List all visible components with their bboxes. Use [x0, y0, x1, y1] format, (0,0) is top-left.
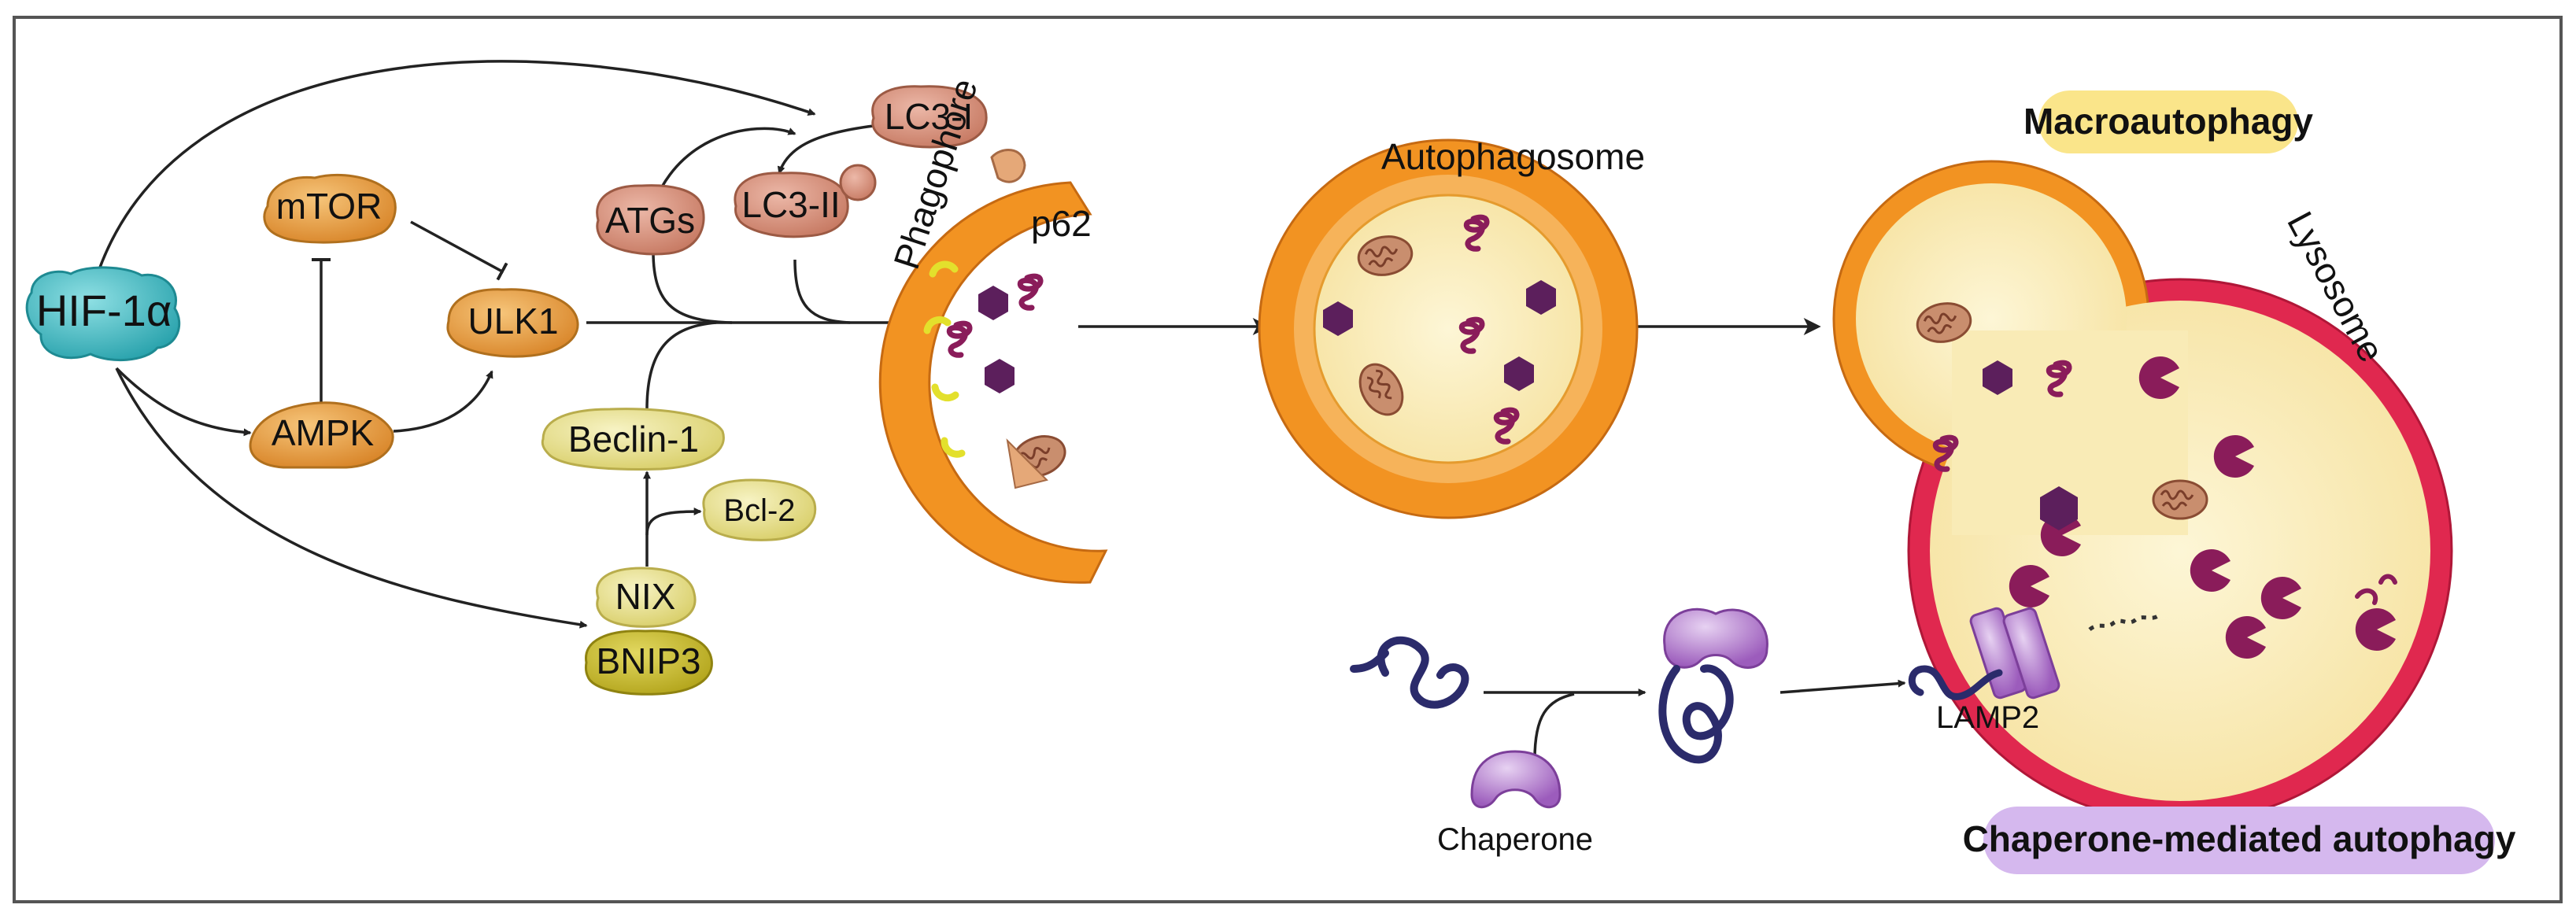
arrow-lc3i-to-lc3ii: [777, 124, 874, 175]
arrow-nix-to-bcl2: [645, 508, 702, 536]
ulk1-label: ULK1: [468, 301, 558, 342]
lamp2-transporter: LAMP2: [1936, 607, 2060, 735]
atgs-label: ATGs: [605, 200, 695, 241]
line-chaperone-join: [1533, 692, 1575, 760]
arrow-hif-to-nix: [115, 367, 588, 629]
p62-label: p62: [1031, 203, 1092, 244]
translocating-protein: [1908, 665, 2003, 700]
lc3i-label: LC3-I: [885, 96, 973, 137]
line-beclin-join: [645, 321, 717, 410]
macro-badge-label: Macroautophagy: [2023, 101, 2313, 142]
arrow-ampk-to-ulk1: [393, 370, 493, 433]
inhibit-mtor-ulk1: [410, 220, 508, 281]
cma-badge-label: Chaperone-mediated autophagy: [1963, 818, 2516, 859]
unfolded-protein: [1350, 636, 1469, 709]
cma-pathway: Chaperone: [1350, 607, 2003, 857]
node-ulk1: ULK1: [446, 288, 579, 358]
node-hif: HIF-1α: [25, 266, 181, 362]
node-lc3i: LC3-I: [871, 85, 988, 149]
lc3ii-label: LC3-II: [741, 184, 840, 225]
chaperone-protein: [1470, 750, 1561, 809]
node-bcl2: Bcl-2: [702, 478, 817, 541]
lc3-anchors: [923, 260, 966, 458]
autophagosome: Autophagosome: [1258, 136, 1645, 519]
node-mtor: mTOR: [263, 173, 397, 244]
chaperone-complex: [1658, 607, 1768, 764]
mtor-label: mTOR: [276, 186, 383, 227]
arrow-hif-to-lc3: [93, 60, 816, 284]
chaperone-label: Chaperone: [1437, 822, 1593, 857]
arrow-complex-to-lamp2: [1780, 679, 1906, 694]
lamp2-label: LAMP2: [1936, 700, 2039, 735]
line-lc3ii-join: [793, 259, 851, 324]
node-nix: NIX: [596, 567, 697, 628]
line-atgs-join: [652, 251, 733, 324]
autophagosome-label: Autophagosome: [1381, 136, 1645, 177]
bcl2-label: Bcl-2: [723, 493, 795, 528]
arrow-hif-to-ampk: [115, 367, 252, 437]
nix-label: NIX: [615, 576, 676, 617]
macro-badge: Macroautophagy: [2023, 90, 2313, 153]
lysosome: Lysosome: [1832, 160, 2453, 824]
figure-frame: [13, 16, 2563, 903]
node-beclin: Beclin-1: [541, 408, 725, 471]
node-ampk: AMPK: [249, 401, 394, 469]
cma-badge: Chaperone-mediated autophagy: [1963, 807, 2516, 874]
node-atgs: ATGs: [596, 184, 705, 256]
phagophore: Phagophore p62: [878, 74, 1108, 584]
ampk-label: AMPK: [272, 412, 375, 453]
bnip3-label: BNIP3: [597, 641, 701, 681]
beclin-label: Beclin-1: [568, 419, 699, 460]
node-bnip3: BNIP3: [584, 629, 713, 696]
signaling-arrows: [93, 60, 1821, 629]
p62-protein: [990, 149, 1026, 183]
hif-label: HIF-1α: [36, 286, 172, 335]
node-lc3ii: LC3-II: [734, 164, 877, 238]
